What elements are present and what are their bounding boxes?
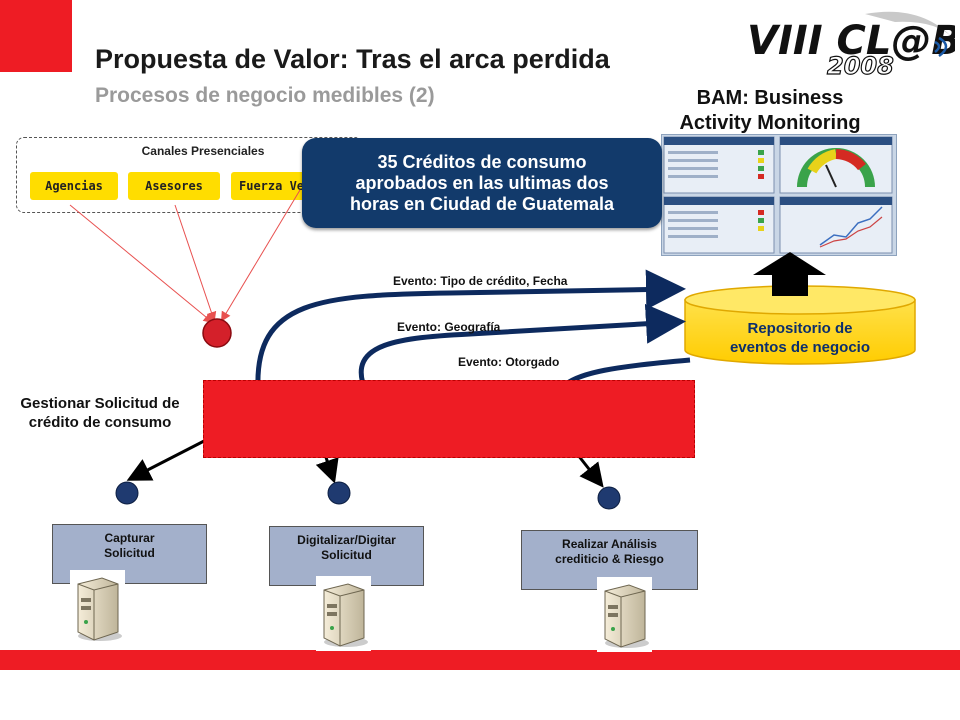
- process-label-line1: Gestionar Solicitud de: [20, 395, 180, 412]
- repository-line1: Repositorio de: [747, 320, 853, 337]
- slide-title: Propuesta de Valor: Tras el arca perdida: [95, 44, 610, 74]
- bottom-bar: [0, 650, 960, 670]
- corner-accent: [0, 0, 72, 72]
- callout-line3: horas en Ciudad de Guatemala: [349, 193, 615, 214]
- process-label: Gestionar Solicitud de crédito de consum…: [0, 394, 200, 432]
- process-lane: [203, 380, 695, 458]
- bam-title: BAM: Business Activity Monitoring: [650, 86, 890, 136]
- connector-fuerza-venta: [220, 189, 301, 322]
- channels-title: Canales Presenciales: [141, 144, 265, 158]
- event-label-otorgado: Evento: Otorgado: [458, 355, 560, 369]
- task-digitalizar-solicitud: Digitalizar/Digitar Solicitud: [269, 526, 424, 586]
- task-digitalizar-line1: Digitalizar/Digitar: [297, 533, 396, 547]
- channel-asesores: Asesores: [128, 172, 220, 200]
- callout-line1: 35 Créditos de consumo: [377, 151, 587, 172]
- channel-agencias: Agencias: [30, 172, 118, 200]
- repository-cylinder: [684, 285, 916, 365]
- task-digitalizar-line2: Solicitud: [321, 548, 372, 562]
- logo-text-top: VIII CL@B: [747, 18, 955, 64]
- task-event-analisis: [597, 486, 621, 510]
- task-event-digitalizar: [327, 481, 351, 505]
- bam-title-line1: BAM: Business: [696, 87, 844, 109]
- task-event-capturar: [115, 481, 139, 505]
- event-curve-tipo: [255, 269, 686, 389]
- logo-text-bottom: 2008: [827, 52, 894, 78]
- connector-asesores: [174, 204, 217, 322]
- server-icon: [597, 577, 652, 652]
- callout-line2: aprobados en las ultimas dos: [355, 172, 609, 193]
- slide-subtitle: Procesos de negocio medibles (2): [95, 84, 435, 107]
- bam-title-line2: Activity Monitoring: [679, 112, 861, 134]
- connector-agencias: [69, 204, 214, 324]
- clab-2008-logo: VIII CL@B 2008: [747, 11, 955, 78]
- server-icon: [70, 570, 125, 645]
- task-analisis-line1: Realizar Análisis: [562, 537, 657, 551]
- repository-line2: eventos de negocio: [729, 339, 871, 356]
- task-analisis-line2: crediticio & Riesgo: [555, 552, 664, 566]
- server-icon: [316, 576, 371, 651]
- start-event-circle: [202, 318, 232, 348]
- task-capturar-line1: Capturar: [104, 531, 155, 545]
- task-capturar-line2: Solicitud: [104, 546, 155, 560]
- event-label-geografia: Evento: Geografía: [397, 320, 501, 334]
- event-label-tipo: Evento: Tipo de crédito, Fecha: [393, 274, 568, 288]
- bam-callout: 35 Créditos de consumo aprobados en las …: [302, 138, 662, 228]
- up-arrow-to-bam: [753, 252, 826, 296]
- process-label-line2: crédito de consumo: [28, 414, 172, 431]
- bam-dashboard-image: [661, 134, 897, 256]
- repository-label: Repositorio de eventos de negocio: [690, 319, 910, 357]
